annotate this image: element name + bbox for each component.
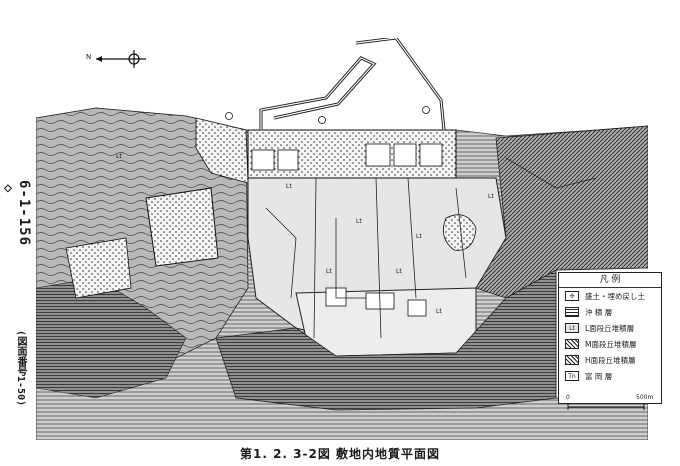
map-label: Lt — [396, 268, 402, 275]
h-terrace-swatch-icon — [565, 355, 579, 365]
legend-label: L面段丘堆積層 — [585, 323, 635, 333]
map-legend: 凡 例 ✣ 盛土・埋め戻し土 沖 積 層 Lt L面段丘堆積層 M面段丘堆積層 … — [558, 272, 662, 404]
legend-item-l-terrace: Lt L面段丘堆積層 — [559, 320, 661, 336]
site-roads — [265, 157, 597, 339]
north-label: N — [86, 53, 92, 61]
map-label: Lt — [286, 183, 292, 190]
legend-item-tomioka: Tn 富 岡 層 — [559, 368, 661, 384]
map-canvas: Lt Lt Lt Lt Lt Lt Lt Lt — [36, 38, 648, 440]
side-drawing-number: (図面番号1-50) — [15, 330, 26, 407]
l-terrace-swatch-icon: Lt — [565, 323, 579, 333]
north-arrow-icon — [96, 50, 146, 68]
legend-label: H面段丘堆積層 — [585, 355, 636, 365]
legend-label: 富 岡 層 — [585, 371, 613, 381]
east-blob — [442, 214, 477, 251]
m-terrace-swatch-icon — [565, 339, 579, 349]
side-page-code: 6-1-156 ◇ — [0, 180, 32, 247]
legend-title: 凡 例 — [559, 273, 661, 288]
southern-lowland — [215, 269, 557, 411]
figure-caption: 第1. 2. 3-2図 敷地内地質平面図 — [239, 447, 441, 461]
survey-markers — [225, 106, 430, 124]
legend-item-alluvium: 沖 積 層 — [559, 304, 661, 320]
west-dotted-zone-3 — [65, 237, 132, 299]
map-label: Lt — [326, 268, 332, 275]
legend-item-m-terrace: M面段丘堆積層 — [559, 336, 661, 352]
scale-bar-icon — [567, 404, 645, 410]
scale-start: 0 — [566, 394, 570, 401]
legend-label: M面段丘堆積層 — [585, 339, 637, 349]
scale-bar: 0 500m — [566, 394, 656, 410]
legend-item-fill: ✣ 盛土・埋め戻し土 — [559, 288, 661, 304]
map-label: Lt — [436, 308, 442, 315]
tomioka-swatch-icon: Tn — [565, 371, 579, 381]
west-dotted-zone-2 — [195, 117, 249, 184]
map-label: Lt — [356, 218, 362, 225]
geologic-map: Lt Lt Lt Lt Lt Lt Lt Lt — [36, 38, 648, 440]
fill-soil-swatch-icon: ✣ — [565, 291, 579, 301]
map-label: Lt — [416, 233, 422, 240]
map-labels: Lt Lt Lt Lt Lt Lt Lt Lt — [116, 153, 494, 315]
breakwaters — [259, 38, 446, 131]
west-dotted-zone — [145, 187, 219, 267]
legend-label: 盛土・埋め戻し土 — [585, 291, 645, 301]
map-label: Lt — [116, 153, 122, 160]
north-arrow: N — [86, 48, 156, 70]
map-label: Lt — [488, 193, 494, 200]
plant-buildings — [251, 143, 443, 317]
alluvium-swatch-icon — [565, 307, 579, 317]
legend-item-h-terrace: H面段丘堆積層 — [559, 352, 661, 368]
scale-end: 500m — [636, 394, 654, 401]
legend-label: 沖 積 層 — [585, 307, 613, 317]
